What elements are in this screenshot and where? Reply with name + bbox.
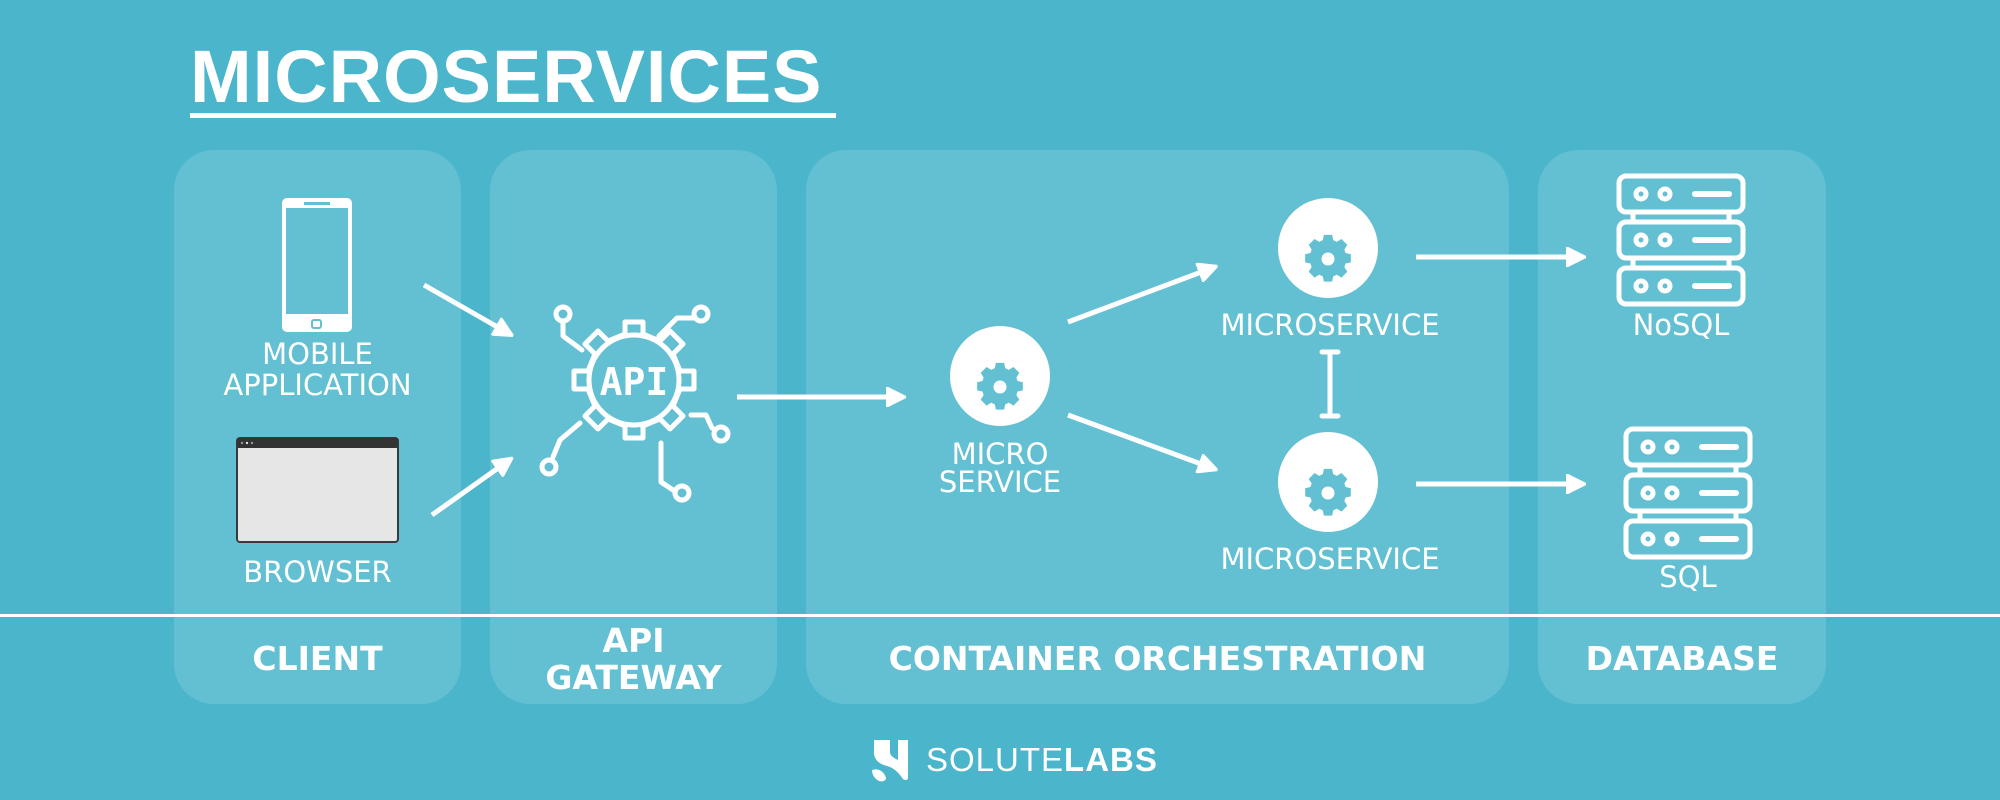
solutelabs-logo: SOLUTELABS bbox=[870, 735, 1158, 785]
arrow-browser-to-api bbox=[430, 461, 508, 518]
brand-bold: LABS bbox=[1064, 741, 1158, 778]
microservice-top-gear-icon bbox=[1278, 198, 1378, 298]
api-glyph-text: API bbox=[600, 360, 669, 404]
section-divider bbox=[0, 614, 2000, 617]
microservice-bottom-gear-icon bbox=[1278, 432, 1378, 532]
sql-server-stack-icon bbox=[1626, 429, 1750, 557]
nosql-label: NoSQL bbox=[1632, 308, 1730, 342]
column-label-api-gateway-line1: API bbox=[602, 621, 665, 660]
micro-service-label-line1: MICRO bbox=[951, 437, 1049, 471]
arrow-mobile-to-api bbox=[422, 282, 508, 333]
mobile-application-label: MOBILE APPLICATION bbox=[174, 339, 461, 401]
column-label-client: CLIENT bbox=[252, 639, 383, 678]
browser-window-icon bbox=[236, 437, 399, 543]
arrow-microservice-to-top bbox=[1067, 268, 1212, 325]
column-label-api-gateway: API GATEWAY bbox=[490, 622, 777, 696]
column-label-container-orchestration: CONTAINER ORCHESTRATION bbox=[888, 639, 1427, 678]
mobile-label-line1: MOBILE bbox=[262, 337, 373, 371]
panel-container-orchestration bbox=[806, 150, 1509, 704]
browser-label: BROWSER bbox=[243, 555, 392, 589]
microservice-connector bbox=[1319, 349, 1341, 419]
api-gear-circuit-icon bbox=[539, 304, 731, 503]
mobile-label-line2: APPLICATION bbox=[223, 368, 412, 402]
column-label-database: DATABASE bbox=[1585, 639, 1779, 678]
micro-service-label: MICRO SERVICE bbox=[900, 437, 1100, 499]
arrow-microservice-to-bottom bbox=[1067, 412, 1212, 468]
nosql-server-stack-icon bbox=[1619, 176, 1743, 304]
solutelabs-wordmark: SOLUTELABS bbox=[926, 741, 1158, 779]
microservice-main-gear-icon bbox=[950, 326, 1050, 426]
micro-service-label-line2: SERVICE bbox=[938, 465, 1062, 499]
brand-light: SOLUTE bbox=[926, 741, 1065, 778]
microservice-top-label: MICROSERVICE bbox=[1220, 308, 1440, 342]
microservice-bottom-label: MICROSERVICE bbox=[1220, 542, 1440, 576]
solutelabs-s-logo-icon bbox=[872, 740, 908, 782]
smartphone-icon bbox=[282, 198, 352, 332]
column-label-api-gateway-line2: GATEWAY bbox=[545, 658, 722, 697]
title-underline bbox=[190, 113, 836, 118]
sql-label: SQL bbox=[1659, 560, 1717, 594]
page-title: MICROSERVICES bbox=[190, 35, 823, 118]
